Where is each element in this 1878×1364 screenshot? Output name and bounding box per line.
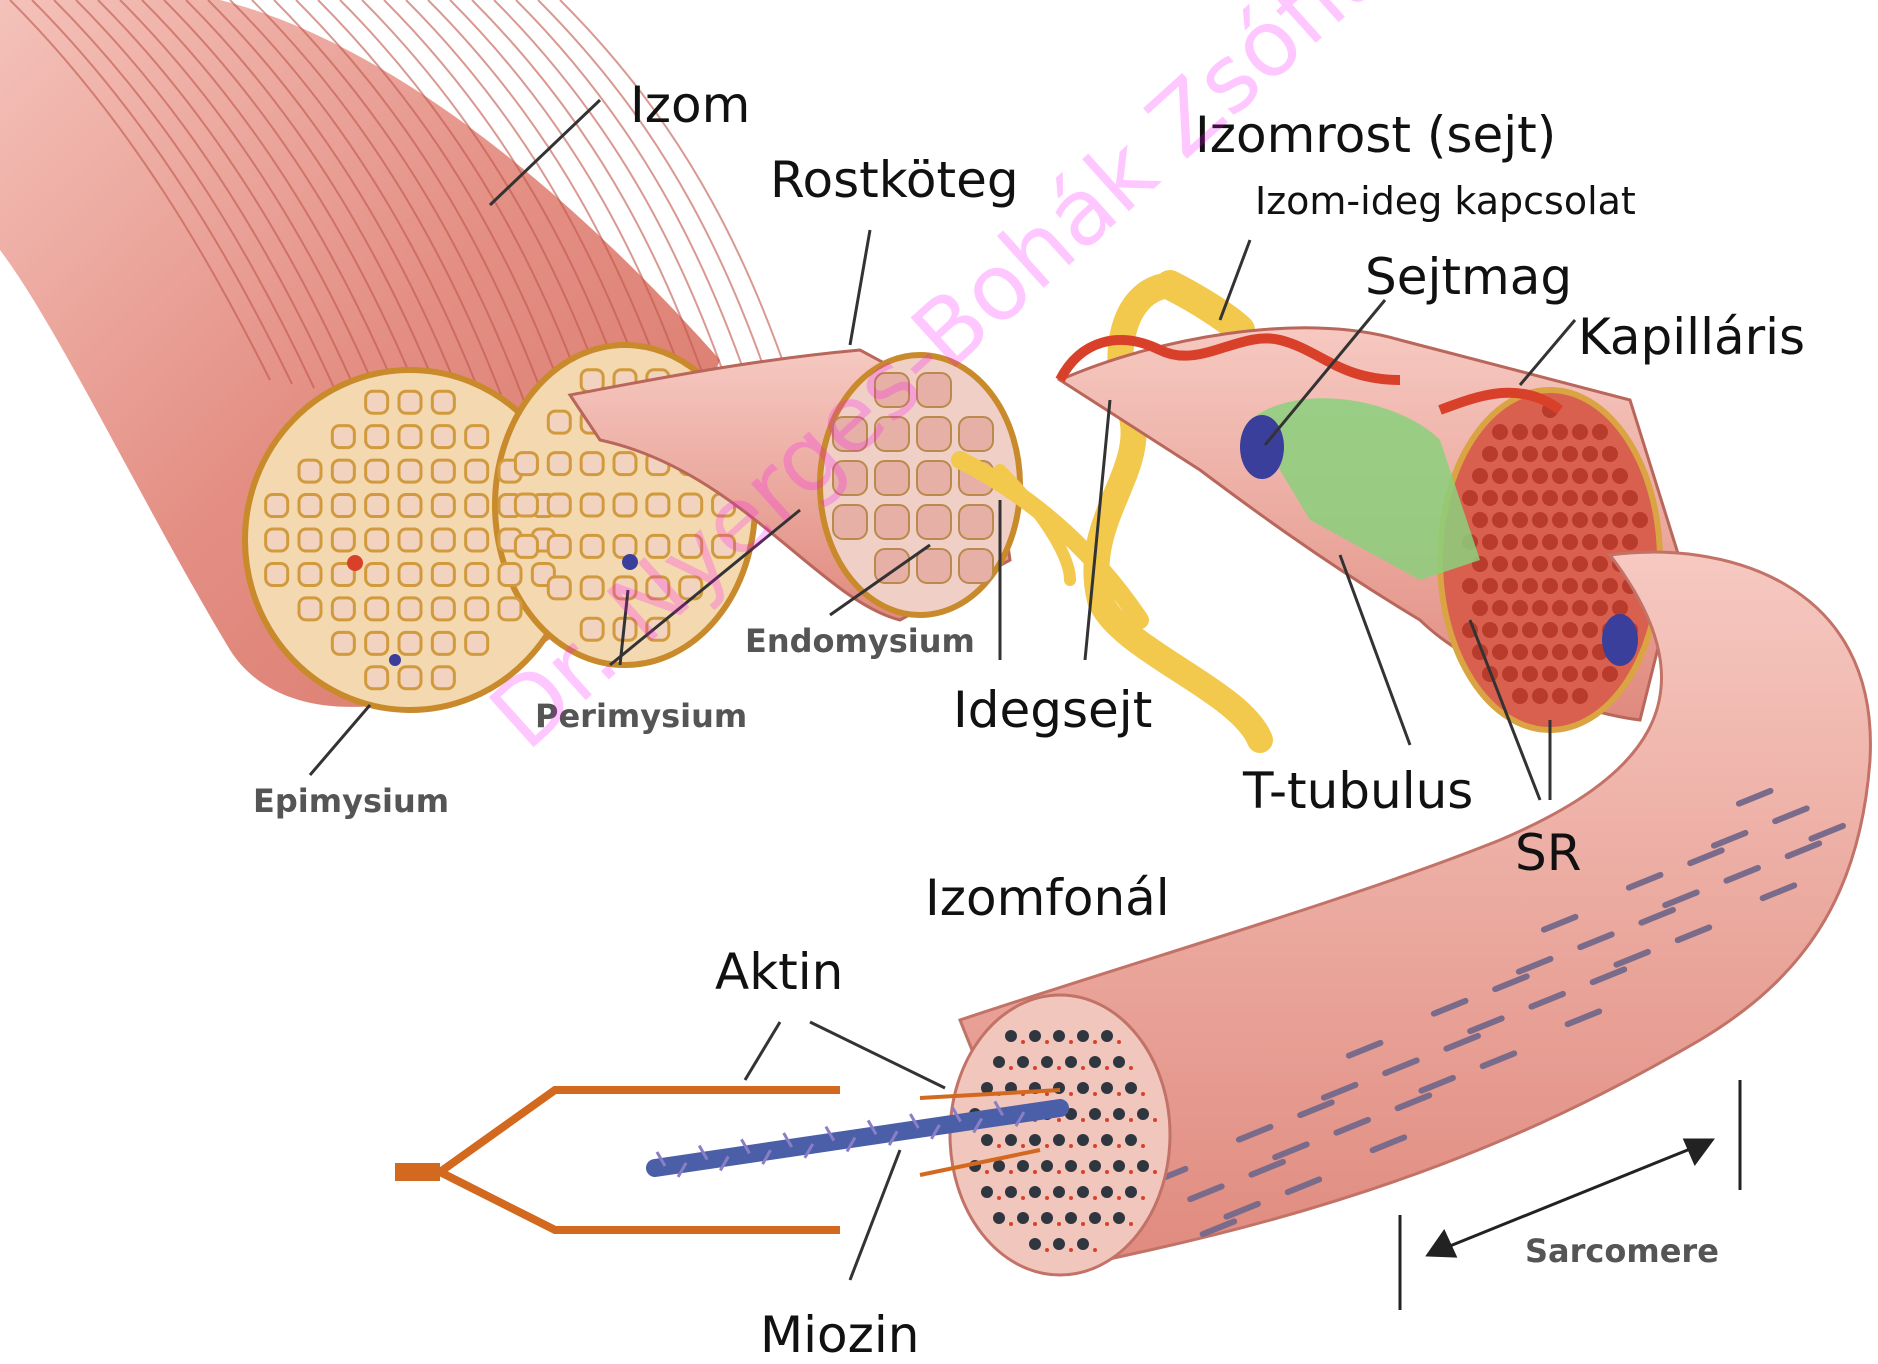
label-izom: Izom bbox=[630, 80, 750, 130]
label-miozin: Miozin bbox=[760, 1310, 919, 1360]
label-endomysium: Endomysium bbox=[745, 625, 975, 657]
muscle-fiber bbox=[1060, 328, 1680, 730]
label-sarcomere: Sarcomere bbox=[1525, 1235, 1719, 1267]
label-t-tubulus: T-tubulus bbox=[1243, 766, 1473, 816]
label-idegsejt: Idegsejt bbox=[953, 685, 1152, 735]
label-aktin: Aktin bbox=[715, 947, 843, 997]
label-izomfonal: Izomfonál bbox=[925, 873, 1170, 923]
label-rostkoteg: Rostköteg bbox=[770, 155, 1019, 205]
label-kapillaris: Kapilláris bbox=[1578, 312, 1805, 362]
label-sr: SR bbox=[1515, 828, 1581, 878]
label-epimysium: Epimysium bbox=[253, 785, 449, 817]
label-izom-ideg: Izom-ideg kapcsolat bbox=[1255, 182, 1636, 220]
label-sejtmag: Sejtmag bbox=[1365, 252, 1572, 302]
